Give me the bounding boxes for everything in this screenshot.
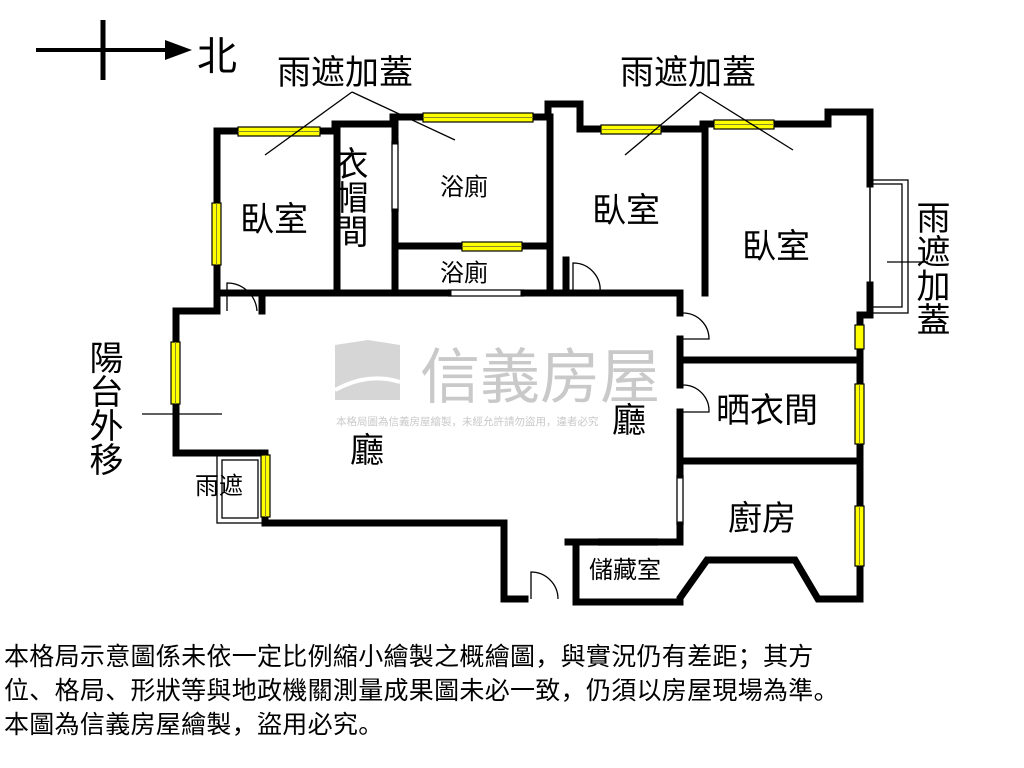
disclaimer-line-2: 位、格局、形狀等與地政機關測量成果圖未必一致，仍須以房屋現場為準。 [4, 676, 839, 705]
north-arrow: 北 [36, 20, 237, 80]
room-living-right: 廳 [612, 401, 646, 441]
room-bedroom-middle: 臥室 [592, 191, 660, 231]
room-bath-lower: 浴廁 [440, 259, 488, 287]
room-laundry: 晒衣間 [716, 391, 818, 431]
canopy-annotation-right: 雨遮加蓋 [910, 200, 950, 336]
doors [216, 141, 909, 600]
watermark-logo-icon [335, 340, 400, 400]
canopy-annotation-top-right: 雨遮加蓋 [620, 53, 756, 93]
canopy-small-label: 雨遮 [195, 472, 243, 500]
north-label: 北 [197, 34, 237, 80]
door-bedroom-middle-icon [572, 262, 601, 294]
room-bath-upper: 浴廁 [440, 173, 488, 201]
room-storage: 儲藏室 [589, 556, 661, 584]
door-bedroom-left-icon [226, 282, 258, 312]
canopy-annotation-top-left: 雨遮加蓋 [277, 53, 413, 93]
annotation-leaders [142, 91, 928, 415]
door-laundry-lower-icon [682, 384, 710, 413]
disclaimer-line-1: 本格局示意圖係未依一定比例縮小繪製之概繪圖，與實況仍有差距；其方 [4, 642, 814, 671]
room-bedroom-left: 臥室 [240, 200, 308, 240]
watermark: 信義房屋 本格局圖為信義房屋繪製，未經允許請勿盜用，違者必究 [334, 340, 660, 428]
disclaimer-line-3: 本圖為信義房屋繪製，盜用必究。 [4, 710, 384, 739]
balcony-note: 陽台外移 [83, 340, 123, 476]
room-bedroom-right: 臥室 [742, 227, 810, 267]
door-laundry-upper-icon [682, 312, 710, 340]
floor-plan: 信義房屋 本格局圖為信義房屋繪製，未經允許請勿盜用，違者必究 北 [36, 20, 950, 606]
arrow-head-icon [165, 40, 192, 60]
disclaimer: 本格局示意圖係未依一定比例縮小繪製之概繪圖，與實況仍有差距；其方 位、格局、形狀… [4, 640, 1020, 742]
window [854, 324, 865, 350]
room-kitchen: 廚房 [728, 499, 796, 539]
room-wardrobe: 衣帽間 [328, 146, 368, 248]
watermark-notice: 本格局圖為信義房屋繪製，未經允許請勿盜用，違者必究 [336, 415, 599, 428]
room-living-left: 廳 [350, 431, 384, 471]
door-entrance-icon [530, 571, 559, 600]
watermark-brand: 信義房屋 [420, 343, 660, 413]
